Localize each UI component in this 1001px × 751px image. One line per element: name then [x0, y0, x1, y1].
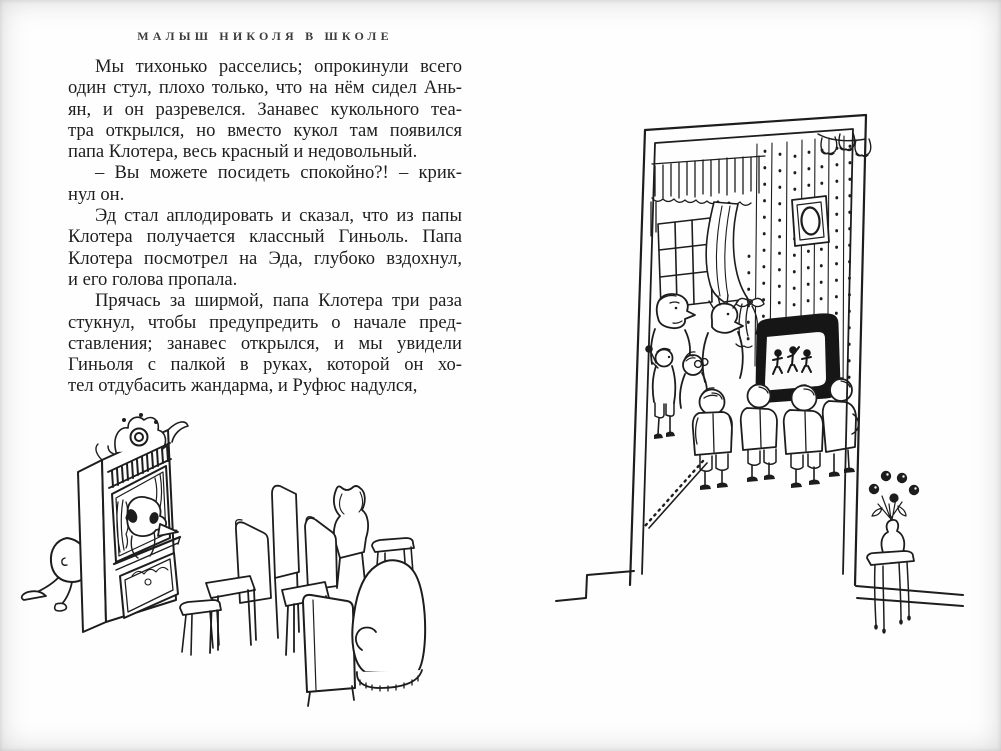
- text-line: один стул, плохо только, что на нём сиде…: [68, 77, 462, 99]
- text-line: Прячась за ширмой, папа Клотера три раза: [95, 290, 462, 312]
- paragraph: Прячась за ширмой, папа Клотера три раза…: [68, 290, 462, 396]
- window: [657, 217, 713, 309]
- paragraph: Эд стал аплодировать и сказал, что из па…: [68, 205, 462, 290]
- flower-table: [866, 470, 920, 634]
- running-head: МАЛЫШ НИКОЛЯ В ШКОЛЕ: [137, 29, 393, 43]
- text-line: папа Клотера, весь красный и недовольный…: [68, 141, 418, 163]
- tv-set: [755, 313, 841, 403]
- text-line: ян, и он разревелся. Занавес кукольного …: [68, 98, 462, 120]
- children-group: [645, 293, 860, 490]
- text-line: Клотера получается классный Гиньоль. Пап…: [68, 226, 462, 248]
- tv-screen-figures: [772, 346, 812, 375]
- child-back-3: [782, 384, 824, 488]
- door-frame: [628, 113, 868, 587]
- text-line: Мы тихонько расселись; опрокинули всего: [95, 56, 462, 77]
- audience-chairs: [179, 484, 427, 707]
- text-line: и его голова пропала.: [68, 268, 238, 290]
- child-lollipop: [645, 345, 677, 439]
- paragraph: – Вы можете посидеть спокойно?! – крик-н…: [68, 162, 462, 205]
- picture-frame: [791, 195, 830, 247]
- illustration-doorway-tv: [555, 113, 964, 634]
- text-line: ставления; занавес открылся, и мы увидел…: [68, 332, 462, 354]
- text-line: Гиньоля с палкой в руках, которой он хо-: [68, 354, 462, 376]
- booth-lower-panel: [119, 552, 179, 619]
- text-line: Клотера посмотрел на Эда, глубоко вздохн…: [68, 247, 462, 269]
- child-back-2: [739, 383, 778, 482]
- puppet-theater-booth: [77, 413, 189, 633]
- booth-crown-ornament: [95, 413, 189, 461]
- illustration-puppet-theater: [20, 413, 427, 707]
- chandelier: [817, 132, 872, 158]
- text-line: тра открылся, но вместо кукол там появил…: [68, 119, 462, 141]
- curtain-pelmet: [650, 155, 766, 237]
- child-back-1: [691, 387, 733, 490]
- text-line: – Вы можете посидеть спокойно?! – крик-: [95, 162, 462, 184]
- child-spiky-hair: [701, 294, 744, 383]
- baseboard: [555, 570, 964, 607]
- puppet-dog: [126, 496, 179, 559]
- text-line: Эд стал аплодировать и сказал, что из па…: [95, 205, 462, 227]
- armchair: [351, 559, 427, 692]
- floor-edge: [643, 459, 708, 529]
- text-line: стукнул, чтобы предупредить о начале пре…: [68, 311, 462, 333]
- text-line: тел отдубасить жандарма, и Руфюс надулся…: [68, 375, 418, 397]
- text-line: нул он.: [68, 183, 125, 205]
- booth-frieze: [107, 442, 172, 489]
